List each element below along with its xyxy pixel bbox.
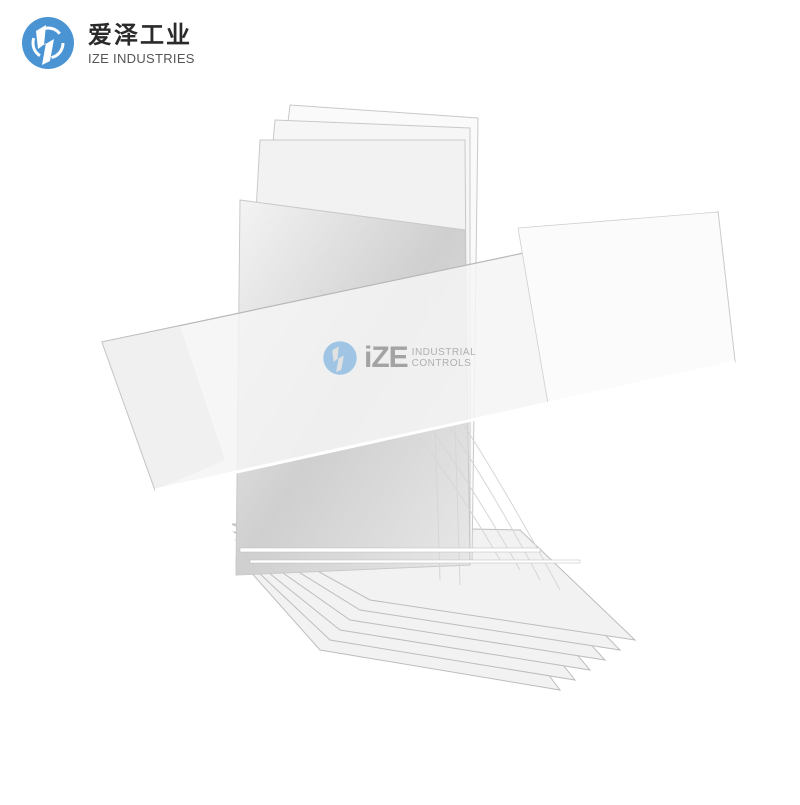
company-logo: 爱泽工业 IZE INDUSTRIES — [20, 15, 195, 71]
logo-english-name: IZE INDUSTRIES — [88, 50, 195, 66]
ize-swirl-logo-icon — [22, 17, 74, 69]
watermark-brand: iZE — [364, 341, 409, 374]
ize-swirl-logo-icon — [323, 341, 357, 375]
watermark-line2: CONTROLS — [411, 358, 472, 369]
watermark: iZE INDUSTRIAL CONTROLS — [322, 340, 476, 376]
logo-chinese-name: 爱泽工业 — [88, 20, 192, 49]
watermark-line1: INDUSTRIAL — [411, 347, 477, 358]
